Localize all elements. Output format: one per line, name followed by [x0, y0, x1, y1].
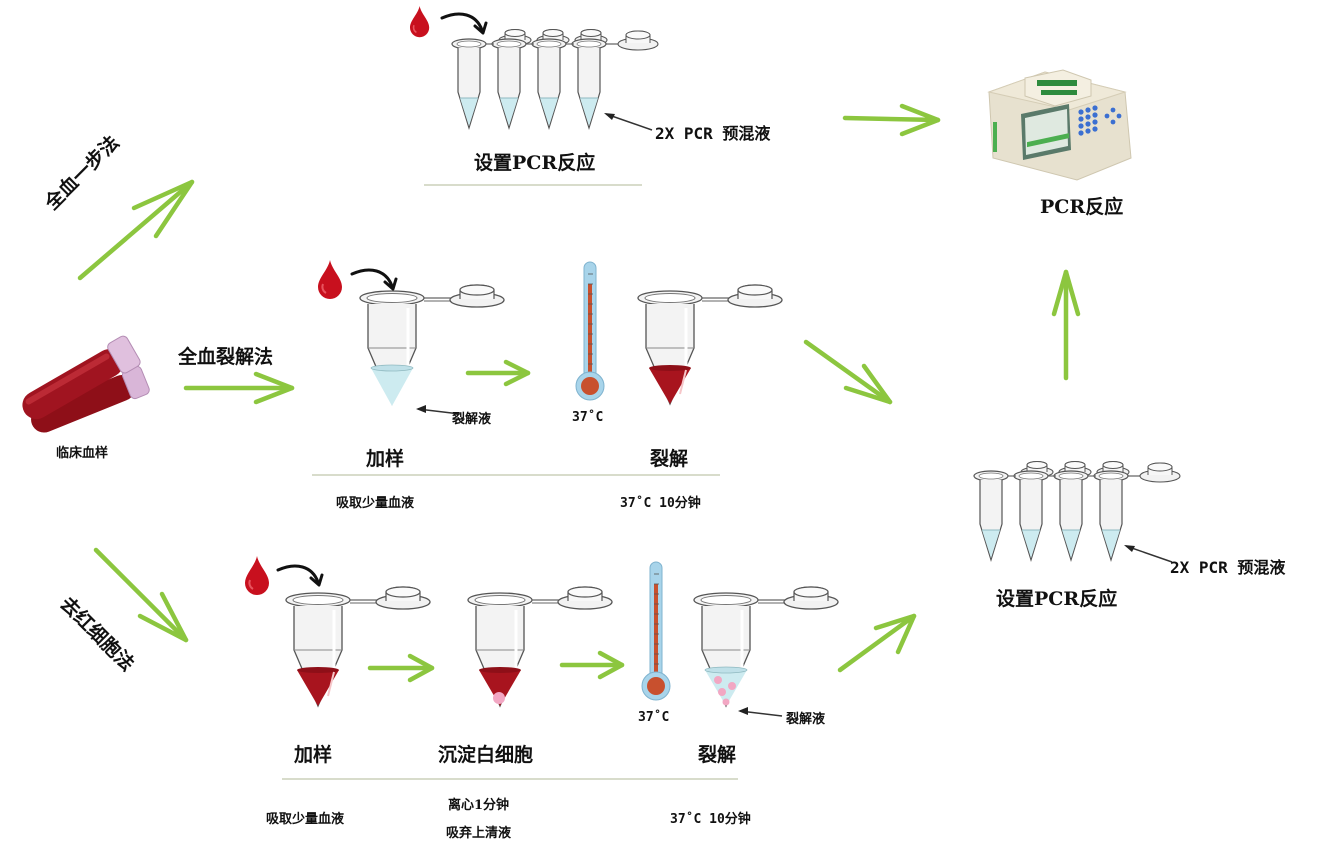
pointer-arrow-icon — [604, 113, 653, 131]
tube-sample-rbc — [284, 585, 432, 708]
reagent-label-top: 2X PCR 预混液 — [655, 124, 771, 143]
arrow-lysis-mid — [465, 359, 531, 387]
step-title-rbc-1: 加样 — [294, 744, 333, 766]
tube-lysed-lysis — [636, 283, 784, 406]
thermometer-icon — [641, 561, 671, 701]
lysis-buffer-callout-rbc: 裂解液 — [786, 712, 826, 727]
arrow-one-step-up — [77, 179, 195, 281]
step-title-lysis-2: 裂解 — [650, 448, 689, 470]
arrow-lysis-right — [183, 371, 295, 405]
temp-label-lysis: 37˚C — [572, 410, 604, 425]
pcr-strip-tubes-top — [451, 28, 659, 129]
step-title-merge: 设置PCR反应 — [996, 588, 1118, 610]
arrow-lysis-to-merge — [803, 339, 893, 405]
divider-lysis — [312, 474, 720, 476]
final-step-title: PCR反应 — [1040, 196, 1124, 218]
pointer-arrow-icon — [738, 707, 783, 717]
divider-one-step — [424, 184, 642, 186]
step-note-rbc-1: 吸取少量血液 — [266, 812, 345, 827]
step-title-rbc-2: 沉淀白细胞 — [438, 744, 534, 766]
step-note-rbc-2-line-1: 离心1分钟 — [448, 798, 510, 813]
arrow-rbc-mid-1 — [367, 653, 435, 683]
step-note-lysis-2: 37˚C 10分钟 — [620, 496, 701, 511]
pointer-arrow-icon — [416, 405, 461, 415]
temp-label-rbc: 37˚C — [638, 710, 670, 725]
blood-tubes-icon — [22, 335, 150, 433]
arrow-merge-up — [1051, 269, 1081, 381]
step-title-lysis-1: 加样 — [366, 448, 405, 470]
thermometer-icon — [575, 261, 605, 401]
lysis-buffer-callout: 裂解液 — [452, 412, 492, 427]
reagent-label-merge: 2X PCR 预混液 — [1170, 558, 1286, 577]
arrow-one-step-to-pcr — [842, 103, 941, 137]
divider-rbc — [282, 778, 738, 780]
method-label-lysis: 全血裂解法 — [178, 346, 274, 368]
source-label: 临床血样 — [56, 446, 109, 461]
pcr-strip-tubes-merge — [973, 460, 1181, 561]
step-note-rbc-3: 37˚C 10分钟 — [670, 812, 751, 827]
step-note-rbc-2-line-2: 吸弃上清液 — [446, 826, 512, 841]
pointer-arrow-icon — [1124, 545, 1173, 563]
step-note-lysis-1: 吸取少量血液 — [336, 496, 415, 511]
arrow-rbc-down — [93, 547, 189, 643]
thermal-cycler-icon — [987, 69, 1132, 181]
tube-sample-lysis — [358, 283, 506, 406]
arrow-rbc-mid-2 — [559, 650, 625, 680]
step-title-one-step: 设置PCR反应 — [474, 152, 596, 174]
tube-pellet-rbc — [466, 585, 614, 708]
arrow-rbc-to-merge — [837, 613, 917, 673]
step-title-rbc-3: 裂解 — [698, 744, 737, 766]
tube-lysed-rbc — [692, 585, 840, 708]
